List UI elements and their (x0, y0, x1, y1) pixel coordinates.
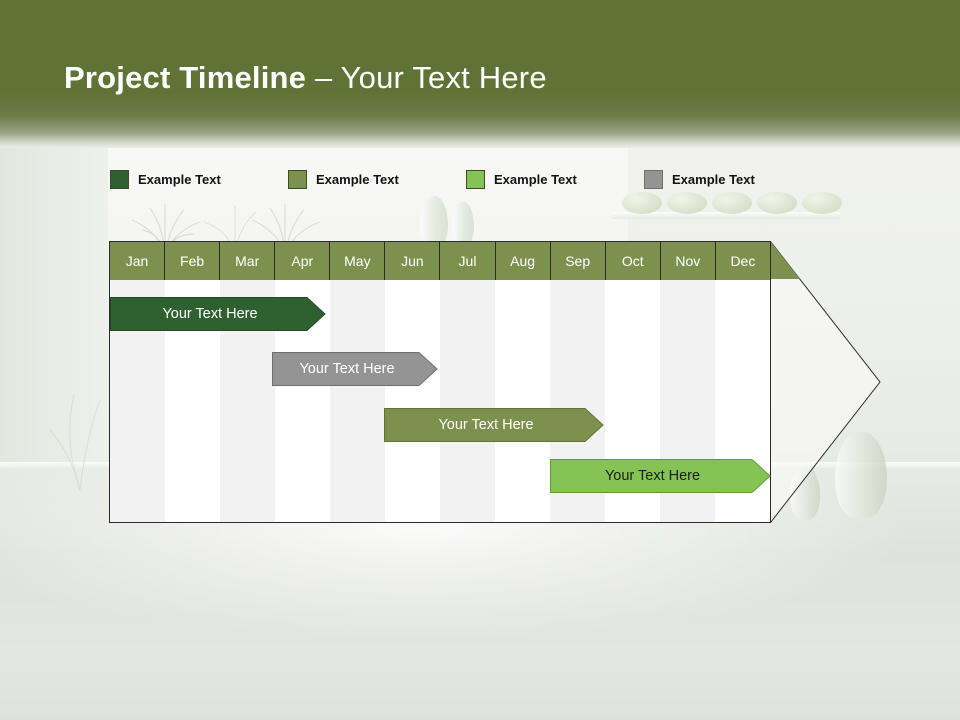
legend-item-label: Example Text (316, 172, 399, 187)
task-bar-shape (550, 459, 771, 493)
legend-item-label: Example Text (672, 172, 755, 187)
timeline-chart: Jan Feb Mar Apr May Jun Jul Aug Sep Oct … (109, 241, 881, 523)
timeline-month-header: Jan Feb Mar Apr May Jun Jul Aug Sep Oct … (110, 242, 770, 280)
legend-item-label: Example Text (494, 172, 577, 187)
legend-swatch-icon (466, 170, 485, 189)
month-cell-jan[interactable]: Jan (110, 242, 166, 280)
task-bar-label: Your Text Here (299, 361, 395, 377)
month-cell-nov[interactable]: Nov (660, 242, 716, 280)
background-vase-shelf (452, 202, 474, 246)
timeline-column (385, 280, 440, 522)
legend-item-4[interactable]: Example Text (644, 170, 755, 189)
legend-swatch-icon (644, 170, 663, 189)
page-title-bold: Project Timeline (64, 60, 307, 95)
background-shelf (612, 212, 840, 219)
legend-item-2[interactable]: Example Text (288, 170, 399, 189)
background-pebble (622, 192, 662, 214)
background-vase-shelf (420, 196, 448, 248)
legend-item-3[interactable]: Example Text (466, 170, 577, 189)
month-cell-jul[interactable]: Jul (440, 242, 496, 280)
legend-item-1[interactable]: Example Text (110, 170, 221, 189)
task-bar-shape (384, 408, 604, 442)
task-bar-4[interactable]: Your Text Here (550, 459, 771, 493)
background-grass (49, 393, 101, 490)
title-banner (0, 0, 960, 148)
month-cell-aug[interactable]: Aug (495, 242, 551, 280)
task-bar-3[interactable]: Your Text Here (384, 408, 604, 442)
timeline-arrow-head (770, 241, 881, 523)
month-cell-oct[interactable]: Oct (605, 242, 661, 280)
legend-swatch-icon (288, 170, 307, 189)
legend-swatch-icon (110, 170, 129, 189)
month-cell-sep[interactable]: Sep (550, 242, 606, 280)
month-cell-feb[interactable]: Feb (165, 242, 221, 280)
month-cell-apr[interactable]: Apr (275, 242, 331, 280)
background-vase-floor-large (835, 432, 887, 518)
page-title: Project Timeline – Your Text Here (64, 60, 547, 96)
page-title-separator: – (306, 60, 341, 95)
month-cell-jun[interactable]: Jun (385, 242, 441, 280)
task-bar-shape (272, 352, 438, 386)
task-bar-label: Your Text Here (438, 417, 534, 433)
background-pebble (667, 192, 707, 214)
background-pebble (802, 192, 842, 214)
background-pebble (757, 192, 797, 214)
month-cell-mar[interactable]: Mar (220, 242, 276, 280)
task-bar-1[interactable]: Your Text Here (110, 297, 326, 331)
timeline-column (330, 280, 385, 522)
page-title-light: Your Text Here (340, 60, 547, 95)
background-pebble (712, 192, 752, 214)
legend: Example Text Example Text Example Text E… (109, 170, 829, 192)
task-bar-2[interactable]: Your Text Here (272, 352, 438, 386)
timeline-grid: Jan Feb Mar Apr May Jun Jul Aug Sep Oct … (109, 241, 771, 523)
task-bar-label: Your Text Here (162, 306, 258, 322)
task-bar-label: Your Text Here (604, 468, 701, 484)
task-bar-shape (110, 297, 326, 331)
month-cell-may[interactable]: May (330, 242, 386, 280)
timeline-column (495, 280, 550, 522)
legend-item-label: Example Text (138, 172, 221, 187)
month-cell-dec[interactable]: Dec (715, 242, 770, 280)
timeline-column (440, 280, 495, 522)
